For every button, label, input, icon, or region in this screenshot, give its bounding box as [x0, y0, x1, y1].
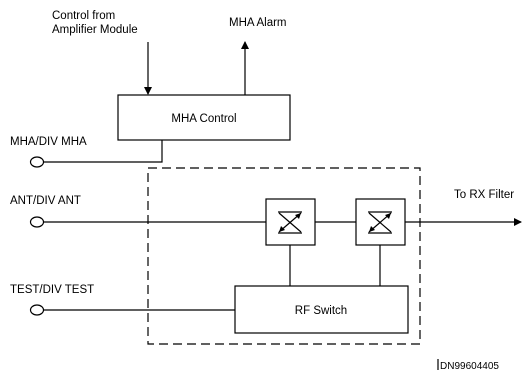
to-rx-filter-label: To RX Filter — [454, 189, 514, 201]
mha-alarm-label: MHA Alarm — [229, 17, 287, 29]
rf-switch-label: RF Switch — [295, 305, 347, 317]
ant-div-ant-port — [29, 216, 45, 228]
mha-control-box — [117, 94, 291, 141]
figure-code: DN99604405 — [440, 361, 499, 372]
control-from-label-line2: Amplifier Module — [52, 24, 138, 36]
test-div-test-port — [29, 304, 45, 316]
mha-div-mha-label: MHA/DIV MHA — [10, 136, 87, 148]
mha-div-mha-port — [29, 156, 45, 168]
mha-connection-line — [43, 140, 163, 163]
test-div-test-label: TEST/DIV TEST — [10, 284, 94, 296]
ant-div-ant-label: ANT/DIV ANT — [10, 195, 81, 207]
switch-symbol-2 — [368, 211, 392, 234]
rf-switch-box — [234, 285, 409, 334]
mha-control-label: MHA Control — [171, 113, 236, 125]
control-from-label-line1: Control from — [52, 10, 115, 22]
switch-symbol-1 — [278, 211, 302, 234]
